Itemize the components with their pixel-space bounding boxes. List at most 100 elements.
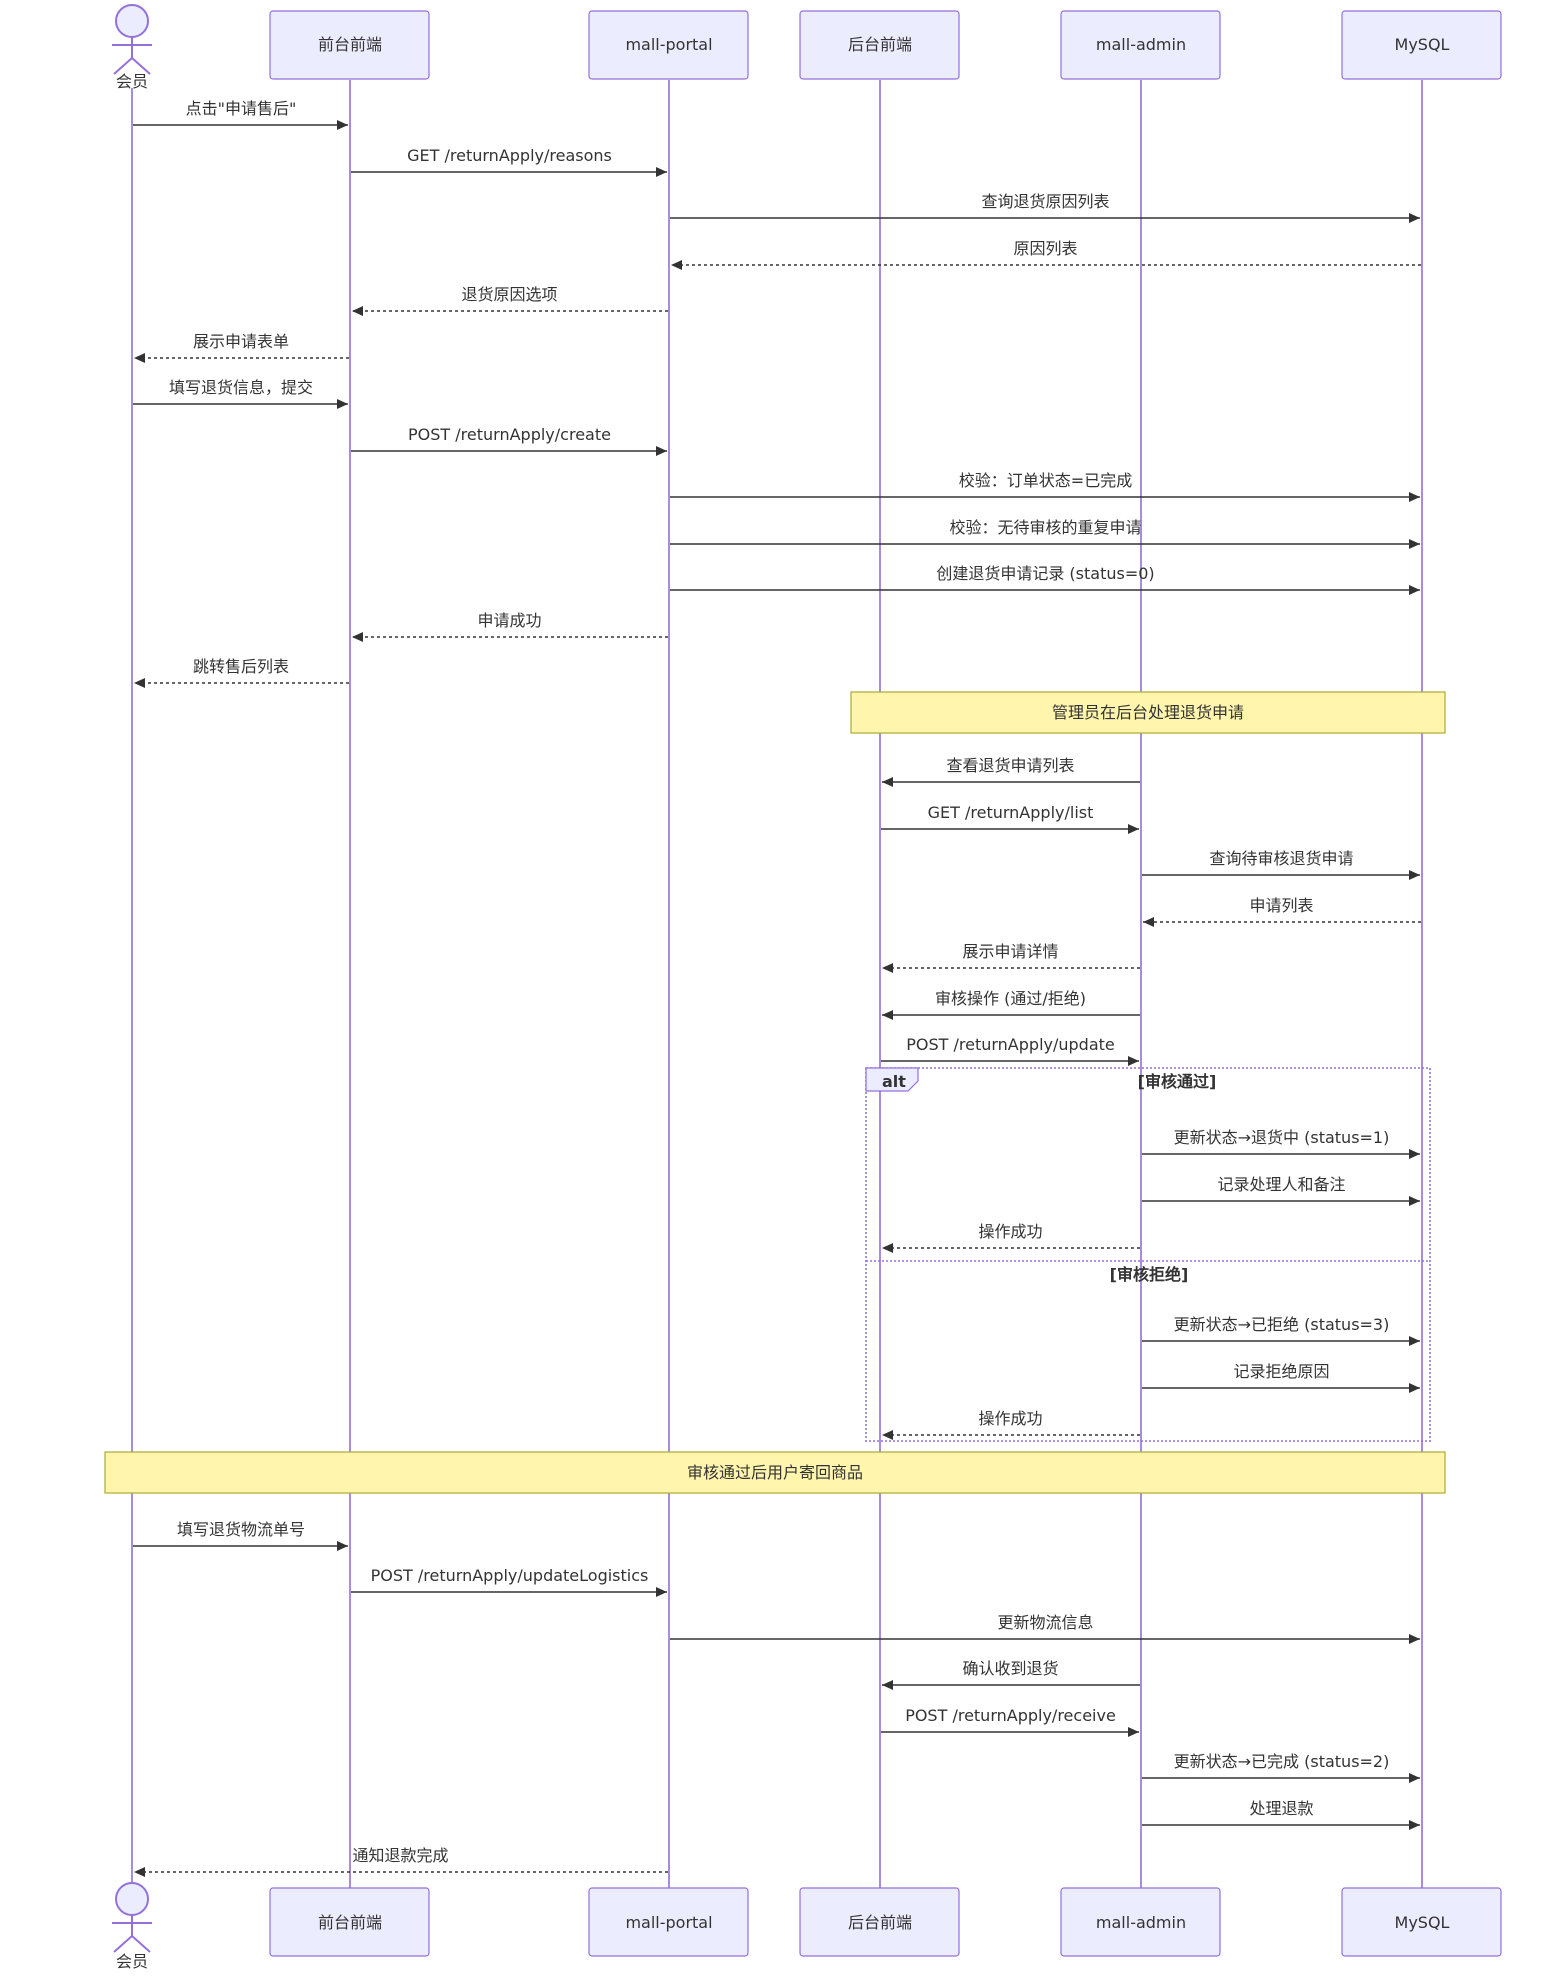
participant-label-mysql: MySQL [1395,1913,1450,1932]
message-label: 通知退款完成 [352,1846,448,1865]
message-label: 操作成功 [978,1222,1042,1241]
participant-box-portal [588,10,749,80]
message-20: POST /returnApply/update [881,1035,1139,1066]
message-label: 原因列表 [1013,239,1077,258]
message-17: 申请列表 [1143,896,1421,927]
actor-leg-left [113,1935,133,1953]
message-28: POST /returnApply/updateLogistics [351,1566,667,1597]
message-16: 查询待审核退货申请 [1142,849,1420,880]
message-32: 更新状态→已完成 (status=2) [1142,1752,1420,1783]
message-14: 查看退货申请列表 [882,756,1140,787]
message-5: 退货原因选项 [352,285,668,316]
message-label: 更新状态→退货中 (status=1) [1174,1128,1390,1147]
participant-box-adminfe [799,1887,960,1957]
message-label: 申请列表 [1249,896,1313,915]
participant-label-adminfe: 后台前端 [848,35,912,54]
alt-condition-approve: [审核通过] [1138,1072,1217,1091]
participant-box-fe [269,1887,430,1957]
message-label: 处理退款 [1249,1799,1313,1818]
message-9: 校验：订单状态=已完成 [670,471,1420,502]
participant-label-portal: mall-portal [625,1913,712,1932]
alt-keyword: alt [882,1072,906,1091]
message-8: POST /returnApply/create [351,425,667,456]
actor-leg-left [113,57,133,75]
message-26: 操作成功 [882,1409,1140,1440]
participant-adminfe-bottom: 后台前端 [799,1887,960,1957]
alt-frame [865,1067,1431,1442]
message-label: 校验：订单状态=已完成 [959,471,1132,490]
message-label: 填写退货信息，提交 [169,378,313,397]
message-label: POST /returnApply/update [906,1035,1115,1054]
note-return-shipping: 审核通过后用户寄回商品 [104,1451,1446,1494]
participant-box-adminfe [799,10,960,80]
participant-adminfe-top: 后台前端 [799,10,960,80]
actor-head-icon [115,4,149,38]
message-label: 更新状态→已拒绝 (status=3) [1174,1315,1390,1334]
messages: 点击"申请售后" GET /returnApply/reasons 查询退货原因列表… [133,99,1421,1877]
participant-box-mysql [1341,1887,1502,1957]
message-13: 跳转售后列表 [134,657,349,688]
message-label: 填写退货物流单号 [177,1520,305,1539]
message-25: 记录拒绝原因 [1142,1362,1420,1393]
message-label: 确认收到退货 [962,1659,1058,1678]
participant-portal-top: mall-portal [588,10,749,80]
message-label: 退货原因选项 [461,285,557,304]
participant-label-mysql: MySQL [1395,35,1450,54]
participant-admin-bottom: mall-admin [1060,1887,1221,1957]
participant-mysql-top: MySQL [1341,10,1502,80]
participant-box-admin [1060,10,1221,80]
message-7: 填写退货信息，提交 [133,378,348,409]
message-21: 更新状态→退货中 (status=1) [1142,1128,1420,1159]
message-34: 通知退款完成 [134,1846,668,1877]
note-text: 审核通过后用户寄回商品 [687,1463,863,1482]
participant-box-mysql [1341,10,1502,80]
message-30: 确认收到退货 [882,1659,1140,1690]
note-text: 管理员在后台处理退货申请 [1052,703,1244,722]
participant-box-portal [588,1887,749,1957]
message-label: 展示申请表单 [193,332,289,351]
participant-mysql-bottom: MySQL [1341,1887,1502,1957]
message-label: 审核操作 (通过/拒绝) [935,989,1086,1008]
message-label: 申请成功 [477,611,541,630]
participant-fe-bottom: 前台前端 [269,1887,430,1957]
message-2: GET /returnApply/reasons [351,146,667,177]
message-label: 点击"申请售后" [186,99,297,118]
alt-label-box [865,1067,919,1092]
participant-label-admin: mall-admin [1096,1913,1186,1932]
participant-admin-top: mall-admin [1060,10,1221,80]
message-label: GET /returnApply/list [928,803,1094,822]
message-label: POST /returnApply/create [408,425,611,444]
message-18: 展示申请详情 [882,942,1140,973]
actor-member-bottom: 会员 [112,1882,152,1971]
participant-box-fe [269,10,430,80]
message-24: 更新状态→已拒绝 (status=3) [1142,1315,1420,1346]
message-label: 展示申请详情 [962,942,1058,961]
participants-top: 会员 前台前端 mall-portal 后台前端 mall-admin MySQ… [112,4,1502,91]
message-label: 校验：无待审核的重复申请 [949,518,1141,537]
message-label: 更新状态→已完成 (status=2) [1174,1752,1390,1771]
participant-label-portal: mall-portal [625,35,712,54]
participant-box-admin [1060,1887,1221,1957]
participant-label-fe: 前台前端 [318,35,382,54]
message-27: 填写退货物流单号 [133,1520,348,1551]
message-label: 创建退货申请记录 (status=0) [936,564,1154,583]
actor-member-top: 会员 [112,4,152,91]
message-33: 处理退款 [1142,1799,1420,1830]
message-10: 校验：无待审核的重复申请 [670,518,1420,549]
note-box [104,1451,1446,1494]
message-label: POST /returnApply/updateLogistics [371,1566,649,1585]
participant-portal-bottom: mall-portal [588,1887,749,1957]
alt-block: alt [审核通过] [审核拒绝] [865,1067,1431,1442]
message-11: 创建退货申请记录 (status=0) [670,564,1420,595]
message-23: 操作成功 [882,1222,1140,1253]
message-label: 记录处理人和备注 [1217,1175,1345,1194]
message-1: 点击"申请售后" [133,99,348,130]
message-19: 审核操作 (通过/拒绝) [882,989,1140,1020]
message-label: 查询退货原因列表 [981,192,1109,211]
message-label: 查看退货申请列表 [946,756,1074,775]
message-31: POST /returnApply/receive [881,1706,1139,1737]
message-label: POST /returnApply/receive [905,1706,1116,1725]
message-label: GET /returnApply/reasons [407,146,612,165]
lifelines [131,80,1423,1900]
